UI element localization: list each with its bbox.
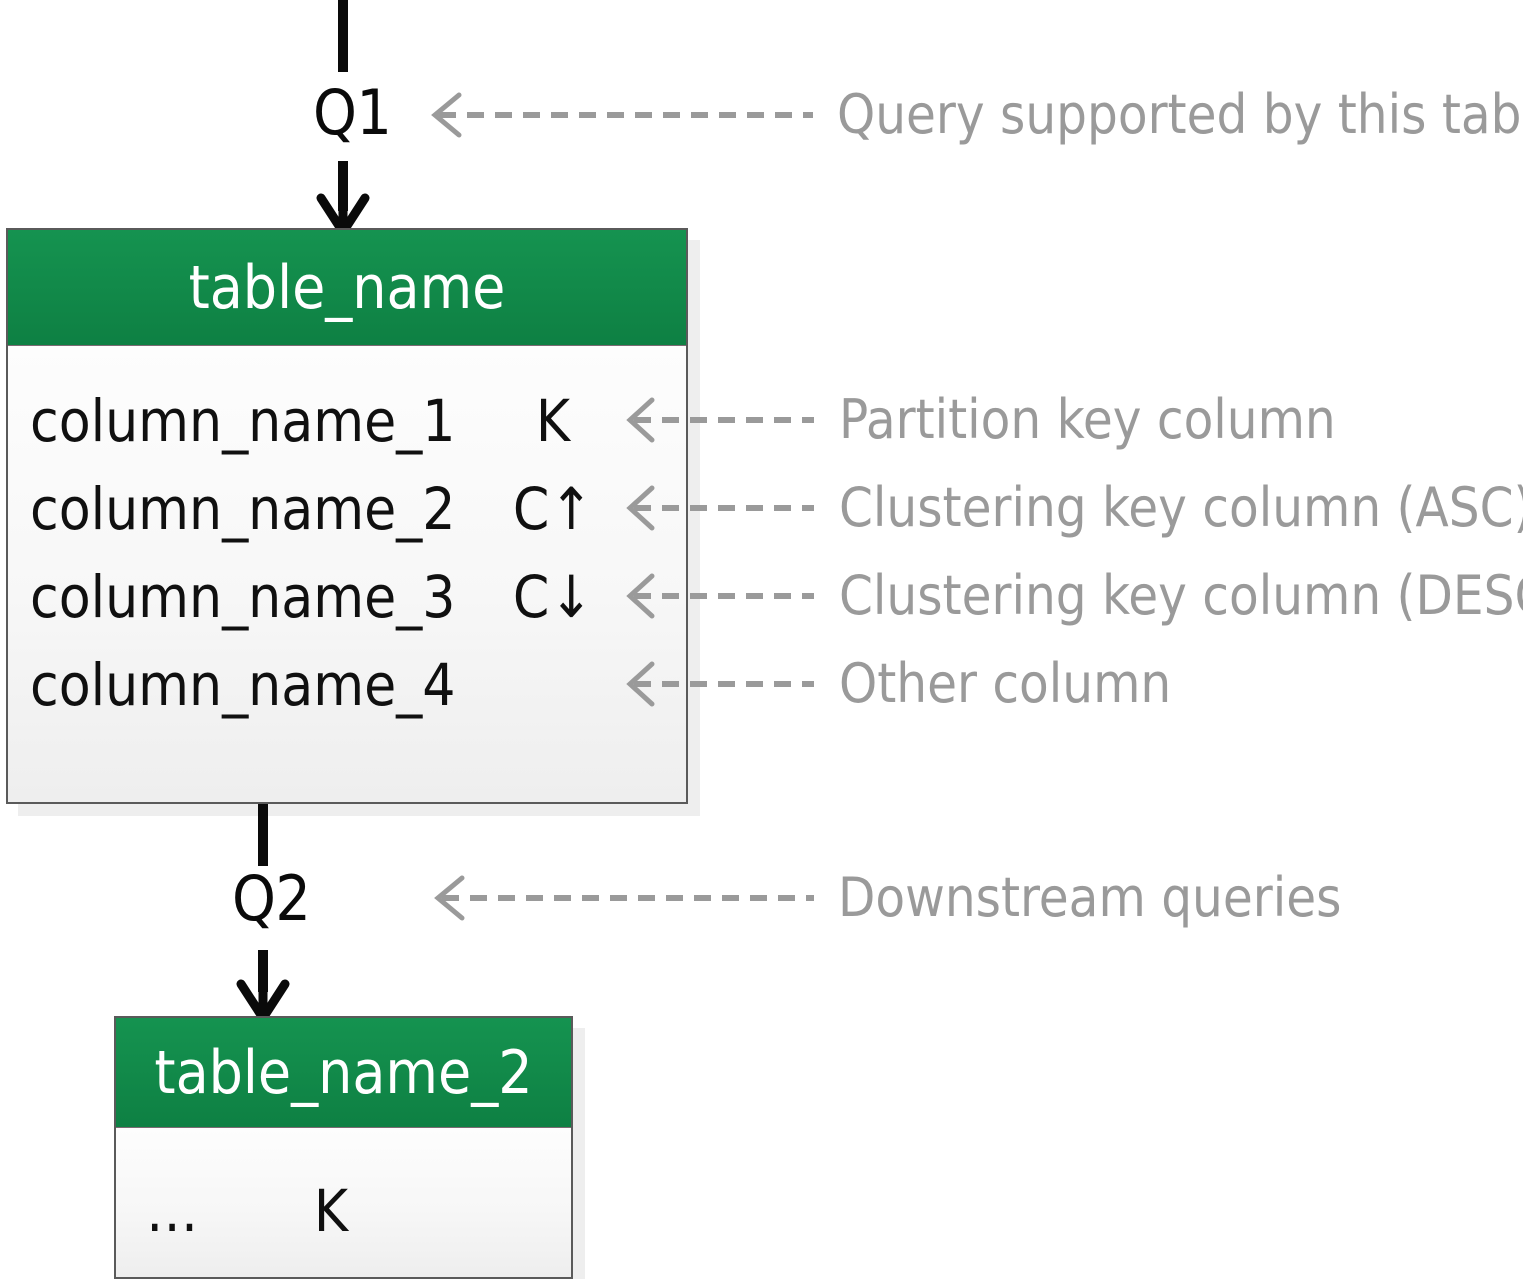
- q2-line-upper: [258, 804, 268, 866]
- table-row[interactable]: column_name_3 C↓: [8, 550, 686, 628]
- column-name: column_name_2: [30, 475, 456, 543]
- dashed-left-arrow-icon: [626, 661, 814, 707]
- q1-label: Q1: [313, 76, 392, 149]
- q2-label: Q2: [232, 862, 311, 935]
- callout-q2: Downstream queries: [428, 870, 1341, 926]
- table-row[interactable]: column_name_4: [8, 638, 686, 716]
- table-card-main[interactable]: table_name column_name_1 K column_name_2…: [6, 228, 688, 804]
- callout-clustering-desc-text: Clustering key column (DESC): [839, 564, 1523, 627]
- callout-other-column: Other column: [622, 656, 1171, 712]
- table-header-main: table_name: [8, 230, 686, 346]
- table-card-second[interactable]: table_name_2 … K: [114, 1016, 573, 1279]
- q1-line-upper: [338, 0, 348, 72]
- q1-arrow-down-icon: [316, 193, 370, 232]
- callout-clustering-asc-text: Clustering key column (ASC): [839, 476, 1523, 539]
- column-key-marker: C↑: [512, 475, 594, 543]
- callout-q2-text: Downstream queries: [838, 866, 1342, 929]
- callout-clustering-desc: Clustering key column (DESC): [622, 568, 1523, 624]
- dashed-left-arrow-icon: [626, 397, 814, 443]
- table-title-main: table_name: [188, 252, 506, 323]
- dashed-left-arrow-icon: [626, 485, 814, 531]
- table-body-second: … K: [116, 1128, 571, 1277]
- q1-line-lower: [338, 161, 348, 211]
- callout-partition-key-text: Partition key column: [839, 388, 1336, 451]
- table-row[interactable]: … K: [116, 1172, 571, 1250]
- dashed-left-arrow-icon: [626, 573, 814, 619]
- callout-clustering-asc: Clustering key column (ASC): [622, 480, 1523, 536]
- table-row[interactable]: column_name_2 C↑: [8, 462, 686, 540]
- table-header-second: table_name_2: [116, 1018, 571, 1128]
- column-name: column_name_3: [30, 563, 456, 631]
- dashed-left-arrow-icon: [431, 92, 813, 138]
- table-title-second: table_name_2: [154, 1037, 533, 1108]
- callout-q1-text: Query supported by this table: [837, 83, 1523, 146]
- column-key-marker: K: [535, 387, 571, 455]
- callout-q1: Query supported by this table: [425, 87, 1523, 143]
- column-key-marker: K: [313, 1177, 349, 1245]
- column-name: …: [146, 1177, 199, 1245]
- q2-line-lower: [258, 950, 268, 992]
- column-name: column_name_4: [30, 651, 456, 719]
- table-row[interactable]: column_name_1 K: [8, 374, 686, 452]
- column-name: column_name_1: [30, 387, 456, 455]
- column-key-marker: C↓: [512, 563, 594, 631]
- dashed-left-arrow-icon: [434, 875, 814, 921]
- callout-other-column-text: Other column: [839, 652, 1172, 715]
- table-body-main: column_name_1 K column_name_2 C↑ column_…: [8, 346, 686, 802]
- callout-partition-key: Partition key column: [622, 392, 1336, 448]
- q2-arrow-down-icon: [236, 979, 290, 1018]
